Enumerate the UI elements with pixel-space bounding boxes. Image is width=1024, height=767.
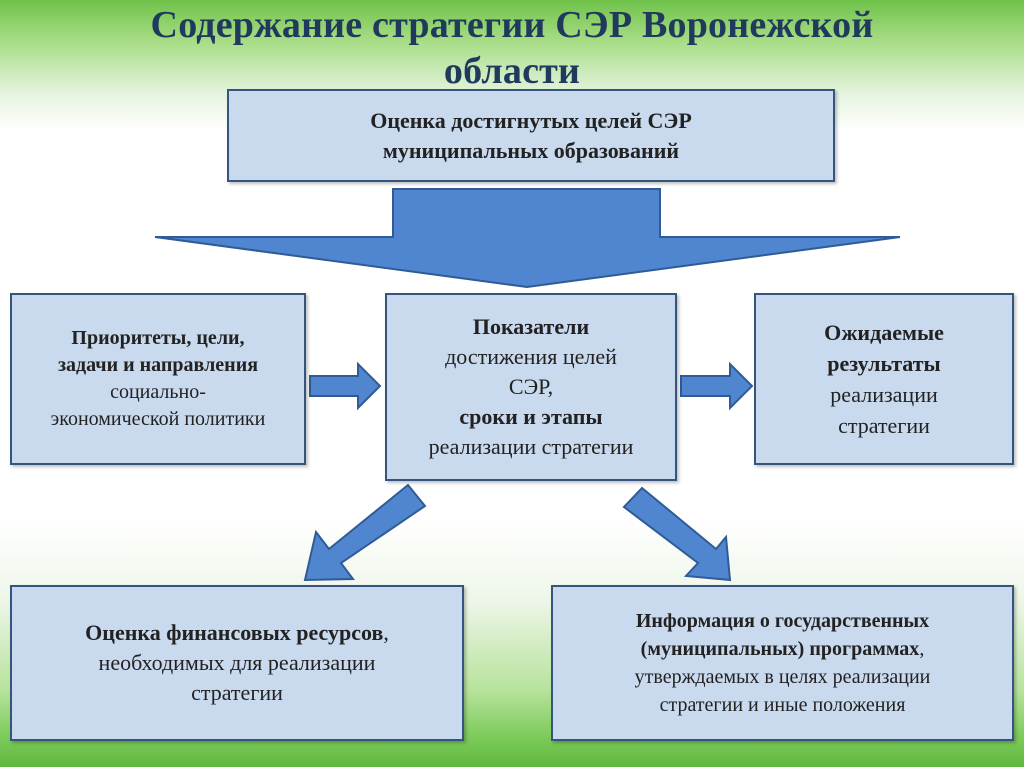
left-box-priorities: Приоритеты, цели, задачи и направления с… (10, 293, 306, 465)
page-title: Содержание стратегии СЭР Воронежской обл… (0, 2, 1024, 94)
top-box-municipal-goals: Оценка достигнутых целей СЭР муниципальн… (227, 89, 835, 182)
bottom-left-box-line-1: Оценка финансовых ресурсов, (12, 618, 462, 648)
right-box-line-3: реализации (830, 382, 938, 407)
center-box-line-3: СЭР, (508, 374, 554, 399)
top-box-line-1: Оценка достигнутых целей СЭР (370, 107, 692, 133)
bottom-left-box-line-3: стратегии (191, 680, 283, 705)
left-box-line-4: экономической политики (50, 408, 266, 430)
left-box-line-3: социально- (110, 381, 206, 403)
center-box-line-4: сроки и этапы (459, 404, 603, 429)
center-box-line-2: достижения целей (445, 344, 617, 369)
right-box-line-2: результаты (827, 351, 941, 376)
bottom-right-box-line-4: стратегии и иные положения (659, 694, 906, 716)
big-down-arrow (154, 188, 901, 289)
left-box-line-1: Приоритеты, цели, (71, 327, 245, 349)
arrow-center-to-right (680, 361, 754, 411)
title-line-2: области (443, 50, 581, 92)
center-box-line-5: реализации стратегии (428, 434, 634, 459)
bottom-right-box-line-2-bold: (муниципальных) программах (640, 638, 920, 660)
bottom-right-box-line-2: (муниципальных) программах, (553, 635, 1012, 663)
center-box-indicators: Показатели достижения целей СЭР, сроки и… (385, 293, 677, 481)
bottom-right-box-programs-info: Информация о государственных (муниципаль… (551, 585, 1014, 741)
title-line-1: Содержание стратегии СЭР Воронежской (150, 4, 874, 46)
right-box-line-1: Ожидаемые (824, 320, 944, 345)
right-box-expected-results: Ожидаемые результаты реализации стратеги… (754, 293, 1014, 465)
right-box-line-4: стратегии (838, 413, 930, 438)
bottom-left-box-line-2: необходимых для реализации (98, 650, 376, 675)
bottom-left-box-line-1-bold: Оценка финансовых ресурсов (85, 620, 384, 645)
arrow-center-to-bottom-right (622, 486, 732, 582)
bottom-left-box-line-1-rest: , (383, 620, 389, 645)
arrow-center-to-bottom-left (303, 483, 427, 582)
bottom-right-box-line-2-rest: , (919, 638, 925, 660)
bottom-left-box-financial-resources: Оценка финансовых ресурсов, необходимых … (10, 585, 464, 741)
center-box-line-1: Показатели (472, 314, 590, 339)
bottom-right-box-line-1: Информация о государственных (635, 610, 930, 632)
bottom-right-box-line-3: утверждаемых в целях реализации (634, 666, 931, 688)
left-box-line-2: задачи и направления (57, 354, 259, 376)
top-box-line-2: муниципальных образований (382, 137, 680, 163)
arrow-left-to-center (309, 361, 382, 411)
